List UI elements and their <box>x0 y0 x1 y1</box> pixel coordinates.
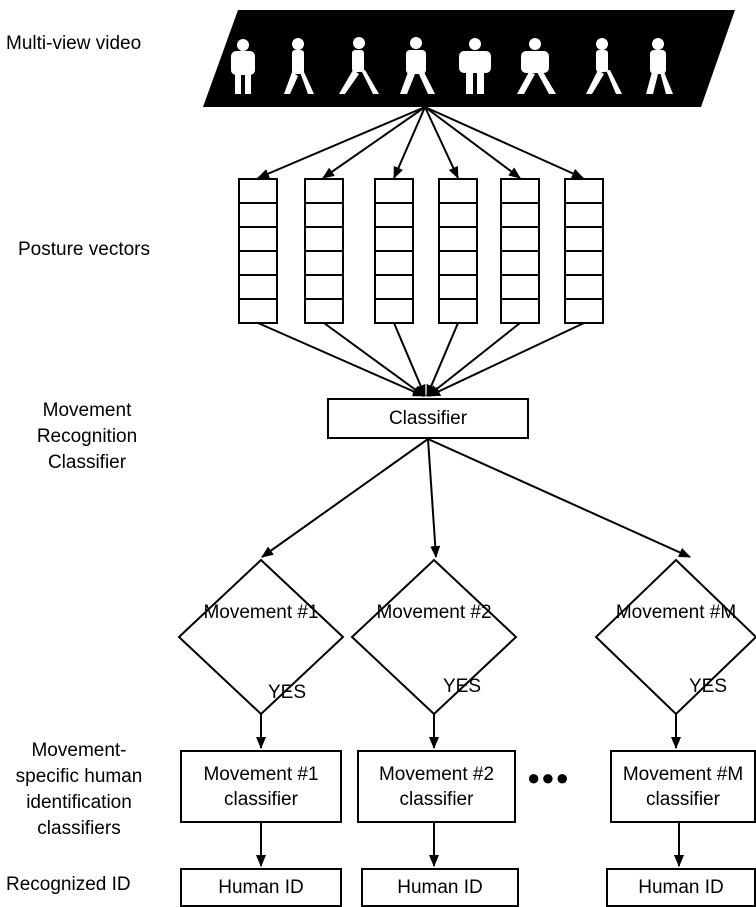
movement-diamond-m <box>594 558 756 716</box>
yes-label-m: YES <box>689 676 728 697</box>
posture-to-classifier-arrows <box>257 322 585 397</box>
human-id-box-2: Human ID <box>361 868 519 907</box>
stage-label-posture: Posture vectors <box>18 239 150 260</box>
movement-label-1: Movement #1 <box>203 602 319 623</box>
movement-label-2: Movement #2 <box>376 602 492 623</box>
posture-vector <box>374 178 414 324</box>
yes-label-2: YES <box>443 676 482 697</box>
movement-classifier-box-2: Movement #2 classifier <box>357 750 516 823</box>
video-to-posture-arrows <box>257 106 584 179</box>
stage-label-movement-recognition: Movement Recognition Classifier <box>36 400 138 473</box>
posture-vector <box>304 178 344 324</box>
posture-vector <box>500 178 540 324</box>
id-arrows <box>256 823 684 867</box>
posture-vector <box>438 178 478 324</box>
human-id-box-1: Human ID <box>180 868 342 907</box>
posture-vector <box>564 178 604 324</box>
movement-label-m: Movement #M <box>615 602 737 623</box>
walker-silhouettes <box>231 37 673 94</box>
stage-label-recognized-id: Recognized ID <box>6 874 131 895</box>
posture-vectors <box>238 178 604 324</box>
movement-diamond-1 <box>177 558 345 716</box>
movement-classifier-box-m: Movement #M classifier <box>610 750 756 823</box>
classifier-to-movement-arrows <box>261 438 691 558</box>
human-id-box-m: Human ID <box>606 868 756 907</box>
movement-diamond-2 <box>350 558 518 716</box>
movement-diamonds <box>177 558 756 716</box>
classifier-box: Classifier <box>327 398 529 439</box>
movement-classifier-box-1: Movement #1 classifier <box>180 750 342 823</box>
yes-label-1: YES <box>268 682 307 703</box>
stage-label-movement-specific: Movement-specific human identification c… <box>15 740 143 839</box>
yes-arrows <box>256 714 681 749</box>
ellipsis-dots: ●●● <box>527 765 570 790</box>
posture-vector <box>238 178 278 324</box>
stage-label-video: Multi-view video <box>6 33 142 54</box>
